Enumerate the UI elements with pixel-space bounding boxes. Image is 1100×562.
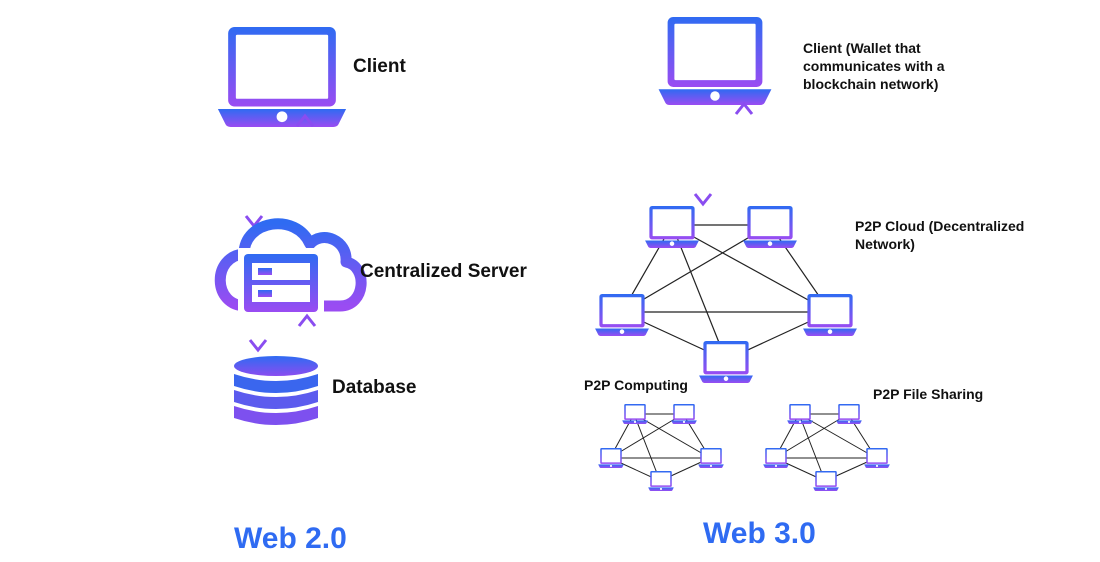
p2p-computing-node-icon [698, 448, 724, 468]
web2-database-label: Database [332, 377, 417, 398]
p2p-node-icon [803, 294, 857, 336]
p2p-node-icon [743, 206, 797, 248]
network-edges [774, 413, 877, 482]
p2p-node-icon [645, 206, 699, 248]
client-laptop-icon [217, 27, 347, 127]
p2p-file-sharing-label: P2P File Sharing [873, 386, 983, 402]
web2-client-label: Client [353, 56, 406, 77]
p2p-file-sharing-network [763, 404, 890, 491]
p2p-computing-node-icon [648, 471, 674, 491]
p2p-node-icon [699, 341, 753, 383]
p2p-file-node-icon [763, 448, 789, 468]
p2p-file-node-icon [813, 471, 839, 491]
p2p-computing-node-icon [622, 404, 648, 424]
p2p-computing-node-icon [671, 404, 697, 424]
p2p-file-node-icon [836, 404, 862, 424]
p2p-computing-label: P2P Computing [584, 377, 688, 393]
server-database-arrows [248, 313, 317, 353]
web3-cloud-label: P2P Cloud (Decentralized Network) [855, 218, 1028, 252]
network-edges [609, 413, 711, 482]
p2p-file-node-icon [864, 448, 890, 468]
web3-client-label: Client (Wallet that communicates with a … [803, 40, 948, 92]
p2p-file-node-icon [787, 404, 813, 424]
p2p-node-icon [595, 294, 649, 336]
database-icon [234, 356, 318, 425]
web2-title: Web 2.0 [234, 522, 347, 555]
web3-title: Web 3.0 [703, 517, 816, 550]
wallet-client-laptop-icon [658, 17, 772, 105]
client-server-arrows [244, 113, 315, 229]
p2p-computing-network [598, 404, 724, 491]
p2p-computing-node-icon [598, 448, 624, 468]
wallet-network-arrows [693, 100, 754, 207]
cloud-server-icon [214, 218, 367, 314]
web2-server-label: Centralized Server [360, 261, 527, 282]
p2p-cloud-network [595, 206, 857, 383]
